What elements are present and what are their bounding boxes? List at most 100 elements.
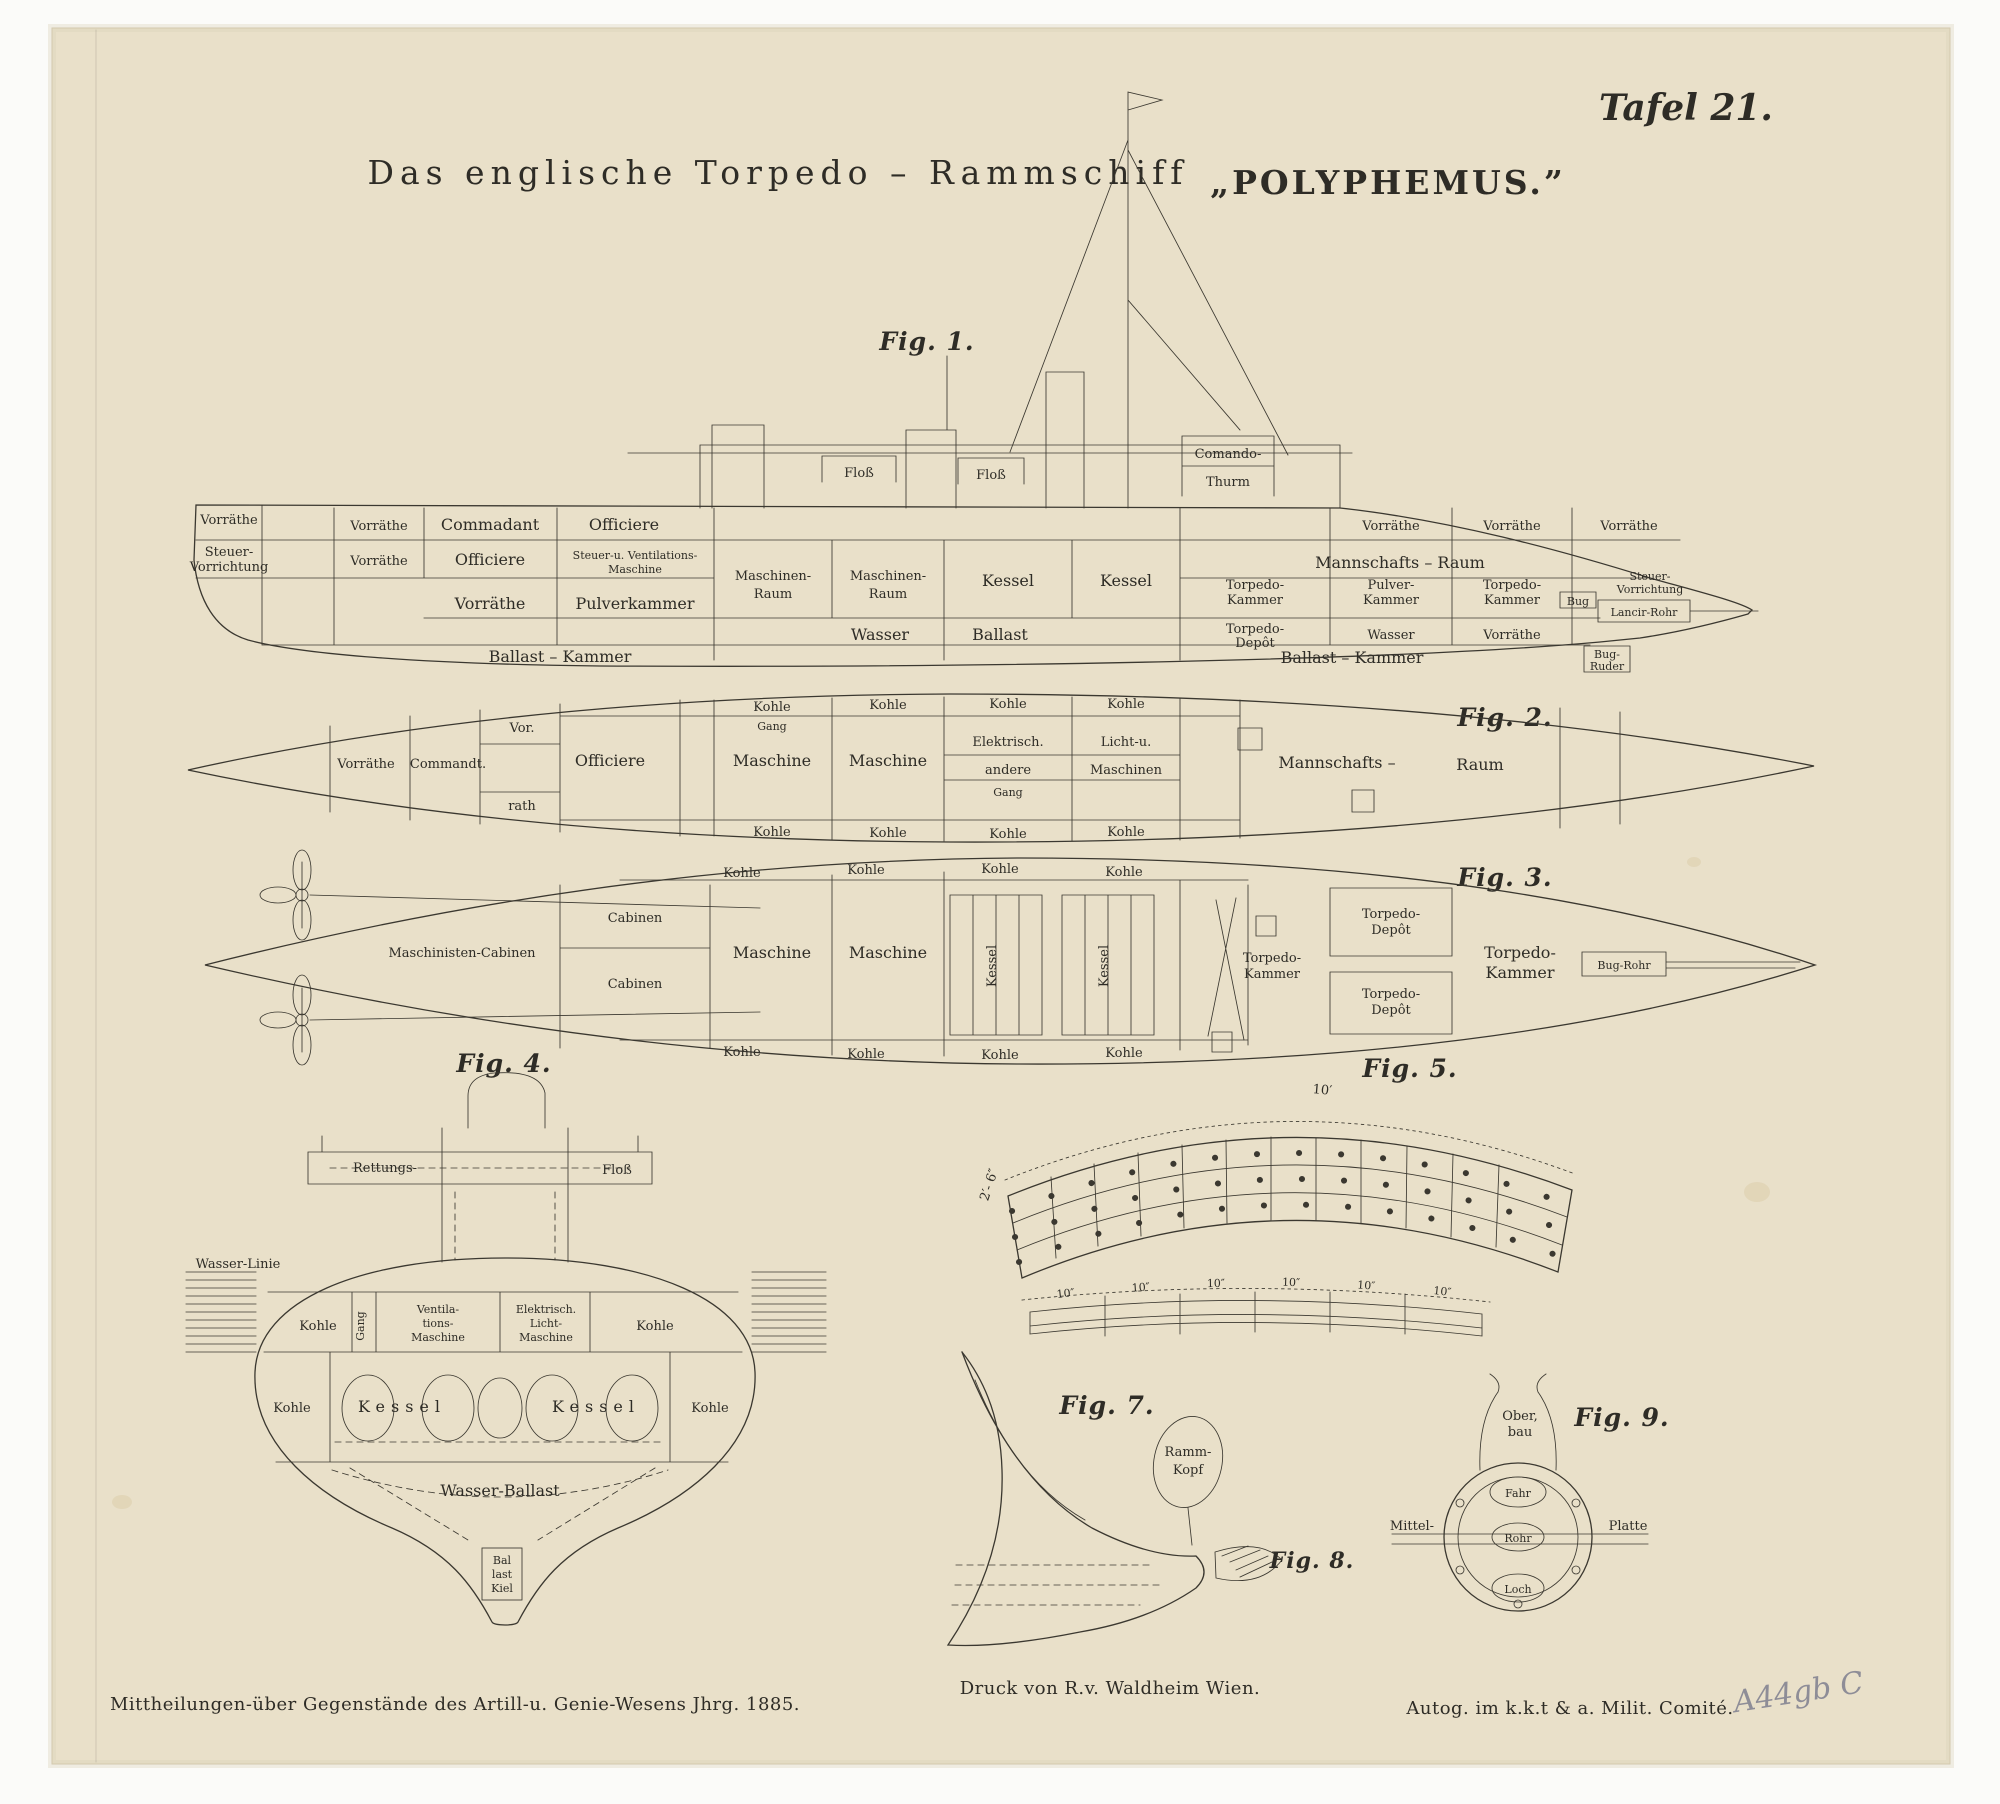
fig4-keel-box (481, 1547, 523, 1601)
fig8-blade-outline (1214, 1545, 1283, 1581)
fig1-label-bug-ruder-2: Ruder (1590, 660, 1625, 673)
fig2-label-elektrisch: Elektrisch. (972, 735, 1043, 750)
fig1-label-maschinen-raum-1a: Maschinen- (735, 569, 811, 584)
footer-left: Mittheilungen-über Gegenstände des Artil… (110, 1694, 800, 1715)
paper-stain (112, 1495, 132, 1509)
propeller-blade (292, 974, 312, 1016)
fig5-strip-dimension-line (1021, 1288, 1491, 1303)
fig1-label-mannschafts-raum: Mannschafts – Raum (1315, 553, 1485, 572)
fig9-bolt (1571, 1498, 1581, 1508)
fig9-label-rohr: Rohr (1504, 1532, 1532, 1545)
fig1-label-kessel-b: Kessel (1100, 571, 1152, 590)
fig3-grid (559, 871, 1801, 1057)
fig3-label-bug-rohr: Bug-Rohr (1597, 959, 1651, 972)
fig1-mast-and-rigging (1009, 91, 1289, 509)
fig2-label-maschine-b: Maschine (849, 751, 927, 770)
fig4-label-kohle-4: Kohle (691, 1401, 729, 1416)
propeller-blade (259, 1011, 297, 1029)
fig4-label-kohle-3: Kohle (273, 1401, 311, 1416)
fig4-caption: Fig. 4. (455, 1049, 551, 1078)
fig5-strip-dim-5: 10″ (1357, 1278, 1376, 1292)
fig2-hull-outline (187, 693, 1815, 843)
fig9-label-fahr: Fahr (1505, 1487, 1532, 1500)
fig1-label-ballast-kammer-links: Ballast – Kammer (489, 647, 632, 666)
fig9-bolt (1455, 1565, 1465, 1575)
fig5-band-rows (1012, 1164, 1568, 1251)
fig2-label-kohle-b2: Kohle (869, 826, 907, 841)
fig9-plate-lines (1391, 1533, 1649, 1545)
fig4-funnel (467, 1072, 546, 1129)
fig9-bolt (1513, 1599, 1523, 1609)
fig3-shafts (301, 861, 761, 1053)
fig1-hull-outline (193, 504, 1754, 667)
fig1-label-maschinen-raum-1b: Raum (754, 587, 793, 602)
fig1-label-ballast-kammer-rechts: Ballast – Kammer (1281, 648, 1424, 667)
fig7-ram-bow: Fig. 7. Ramm- Kopf Fig. 8. (946, 1351, 1355, 1647)
fig2-label-commandt: Commandt. (410, 757, 486, 772)
fig2-label-gang-b: Gang (993, 786, 1022, 799)
fig4-label-wasser-linie: Wasser-Linie (196, 1257, 281, 1272)
fig3-label-torpedo-depot-2a: Torpedo- (1362, 987, 1420, 1002)
fig4-boiler-circle (477, 1377, 523, 1439)
fig1-label-comando-2: Thurm (1206, 475, 1250, 490)
fig3-label-kohle-b2: Kohle (847, 1047, 885, 1062)
fig3-label-torpedo-depot-1a: Torpedo- (1362, 907, 1420, 922)
fig5-rivet-row (1009, 1149, 1572, 1214)
fig1-label-steuer-bug-2: Vorrichtung (1616, 583, 1683, 596)
fig1-label-floss-b: Floß (976, 468, 1006, 483)
fig4-label-kessel-b: Kessel (552, 1397, 640, 1416)
fig3-label-kessel-a: Kessel (985, 945, 1000, 987)
fig3-propellers (259, 849, 312, 1066)
fig4-boiler-circle (525, 1374, 579, 1442)
fig2-label-andere: andere (985, 763, 1031, 778)
paper-edge-shading (48, 24, 1954, 1768)
fig4-label-kessel-a: Kessel (358, 1397, 446, 1416)
fig4-label-elektrisch-1: Elektrisch. (516, 1303, 576, 1316)
fig1-label-officiere-b: Officiere (455, 550, 525, 569)
paper-sheet (51, 27, 1951, 1765)
fig1-label-steuer-vent-2: Maschine (608, 563, 662, 576)
fig3-label-cabinen-a: Cabinen (608, 911, 663, 926)
fig5-band-columns (1050, 1136, 1500, 1259)
fig3-label-kohle-t1: Kohle (723, 866, 761, 881)
fig5-band-outline (1007, 1136, 1573, 1279)
fig1-compartment-grid (195, 504, 1681, 661)
fig3-label-torpedo-kammer-2a: Torpedo- (1484, 943, 1556, 962)
fig3-label-kohle-b3: Kohle (981, 1048, 1019, 1063)
fig3-label-maschine-a: Maschine (733, 943, 811, 962)
fig8-caption: Fig. 8. (1269, 1548, 1355, 1574)
fig3-label-torpedo-kammer-1a: Torpedo- (1243, 951, 1301, 966)
fig9-outer-circle (1443, 1462, 1593, 1612)
fig1-label-vorraethe-d: Vorräthe (1482, 628, 1541, 643)
fig4-boiler-circle (341, 1374, 395, 1442)
fig1-superstructure (627, 355, 1353, 509)
fig3-lower-deck-plan: Fig. 3. Kohle Kohle Kohle Kohle Cabinen … (204, 849, 1818, 1066)
propeller-blade (292, 899, 312, 941)
fig2-label-kohle-b3: Kohle (989, 827, 1027, 842)
fig2-deck-plan: Fig. 2. Vorräthe Commandt. Vor. rath Off… (187, 693, 1815, 843)
fig4-label-kohle-2: Kohle (636, 1319, 674, 1334)
fig7-ramm-kopf-outline (1152, 1416, 1224, 1508)
fig4-label-ballast-kiel-1: Bal (493, 1554, 512, 1567)
fig3-label-kessel-b: Kessel (1097, 945, 1112, 987)
fig3-hull-outline (204, 857, 1818, 1065)
fig1-label-steuer-bug-1: Steuer- (1629, 570, 1670, 583)
fig4-label-kohle-1: Kohle (299, 1319, 337, 1334)
fig1-label-vorraethe-c1: Vorräthe (1361, 519, 1420, 534)
propeller-blade (292, 1024, 312, 1066)
fig3-label-kohle-t3: Kohle (981, 862, 1019, 877)
fig1-label-wasser-r: Wasser (1367, 628, 1415, 643)
fig2-label-kohle-t2: Kohle (869, 698, 907, 713)
fig5-strip-dim-6: 10″ (1433, 1284, 1452, 1299)
fig2-label-rath: rath (508, 799, 536, 814)
fig3-label-torpedo-kammer-1b: Kammer (1244, 967, 1301, 982)
fig1-label-steuer-stern-1: Steuer- (205, 545, 254, 560)
fig7-caption: Fig. 7. (1058, 1391, 1154, 1420)
fig1-label-torpedo-depot-1: Torpedo- (1226, 622, 1284, 637)
fig1-label-pulver-kammer-a: Pulver- (1368, 578, 1415, 593)
fig1-label-maschinen-raum-2b: Raum (869, 587, 908, 602)
fig7-label-ramm-2: Kopf (1173, 1463, 1205, 1478)
fig1-side-elevation: Fig. 1. Floß Floß Comando- Thurm Vorräth… (189, 91, 1759, 673)
fig1-label-ballast-mid: Ballast (972, 625, 1028, 644)
